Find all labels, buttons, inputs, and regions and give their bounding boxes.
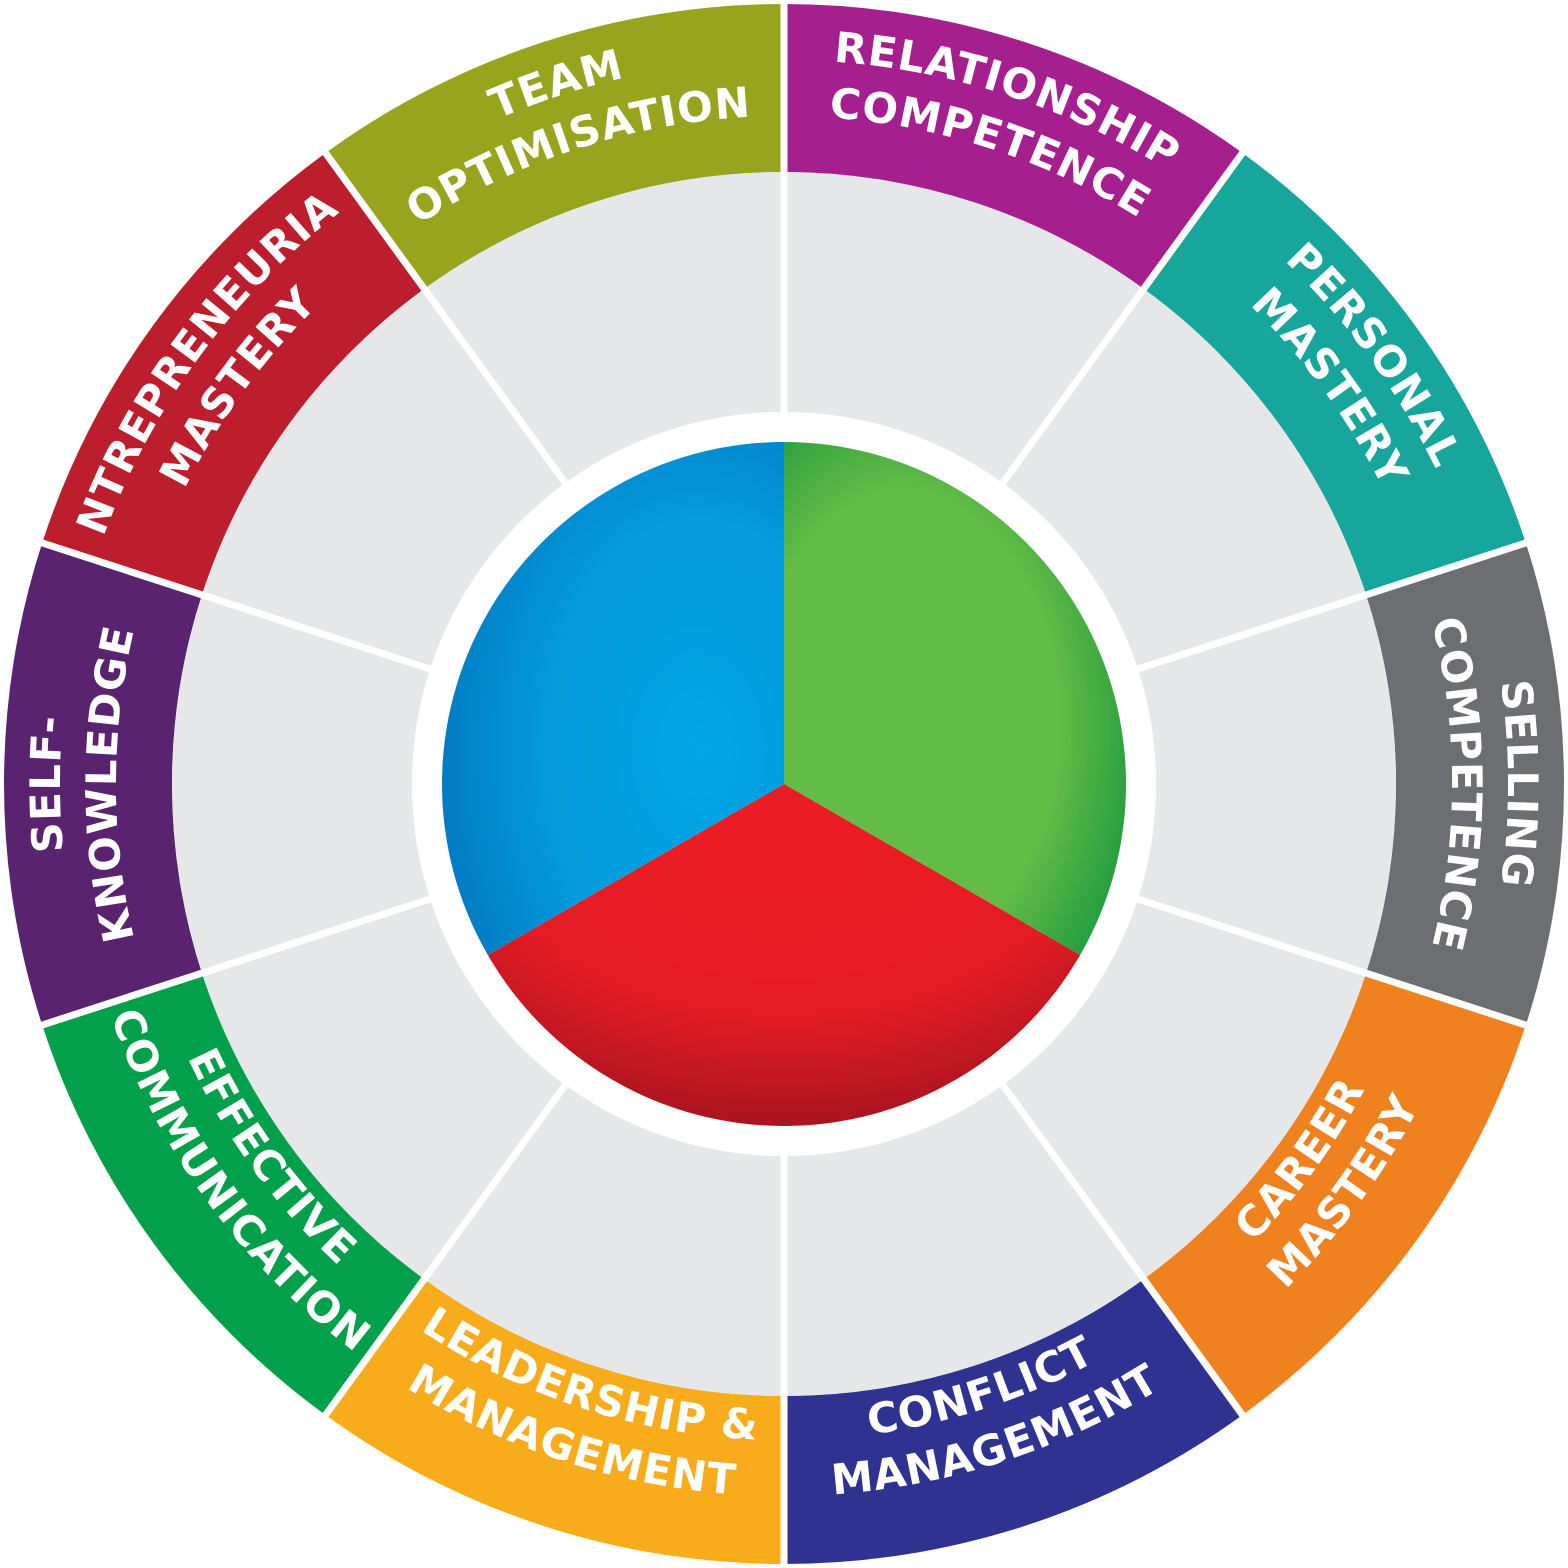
- divider-line: [998, 1081, 1248, 1421]
- divider-line: [1134, 895, 1531, 1030]
- segment-effective-communication: [42, 973, 425, 1416]
- segment-selling-competence: [1366, 542, 1564, 1026]
- segment-label-selling-competence: SELLING: [1491, 677, 1547, 890]
- segment-conflict-management: [784, 1279, 1243, 1564]
- segment-entrepreneurial-mastery: [42, 152, 425, 595]
- divider-line: [37, 895, 434, 1030]
- segment-label-self-knowledge: SELF-: [21, 713, 73, 854]
- core-sector-blue: [442, 442, 784, 955]
- divider-line: [1134, 538, 1531, 673]
- outer-ring: [4, 4, 1564, 1564]
- segment-team-optimisation: [325, 4, 784, 289]
- segment-label-line: SELF-: [21, 713, 72, 854]
- core-circle: [442, 442, 1126, 1126]
- inner-segment-self-knowledge: [172, 594, 431, 974]
- segment-self-knowledge: [4, 542, 202, 1026]
- core-sector-red: [487, 784, 1081, 1126]
- inner-segment-relationship-competence: [784, 172, 1144, 484]
- inner-segment-selling-competence: [1137, 594, 1397, 974]
- divider-line: [320, 1081, 570, 1421]
- inner-ring: [172, 172, 1397, 1396]
- segment-personal-mastery: [1143, 152, 1526, 595]
- inner-segment-team-optimisation: [424, 172, 784, 484]
- inner-segment-personal-mastery: [1002, 288, 1367, 670]
- divider-line: [998, 147, 1248, 487]
- inner-segment-career-mastery: [1002, 898, 1367, 1280]
- segment-dividers: [37, 0, 1531, 1568]
- inner-segment-effective-communication: [201, 898, 566, 1280]
- core-sector-green: [784, 442, 1126, 955]
- segment-relationship-competence: [784, 4, 1243, 289]
- inner-segment-conflict-management: [784, 1084, 1144, 1396]
- segment-career-mastery: [1143, 973, 1526, 1416]
- segment-label-line: SELLING: [1491, 677, 1546, 890]
- divider-line: [320, 147, 570, 487]
- inner-segment-entrepreneurial-mastery: [201, 288, 566, 670]
- segment-leadership-management: [325, 1279, 784, 1564]
- divider-line: [37, 538, 434, 673]
- inner-segment-leadership-management: [424, 1084, 784, 1396]
